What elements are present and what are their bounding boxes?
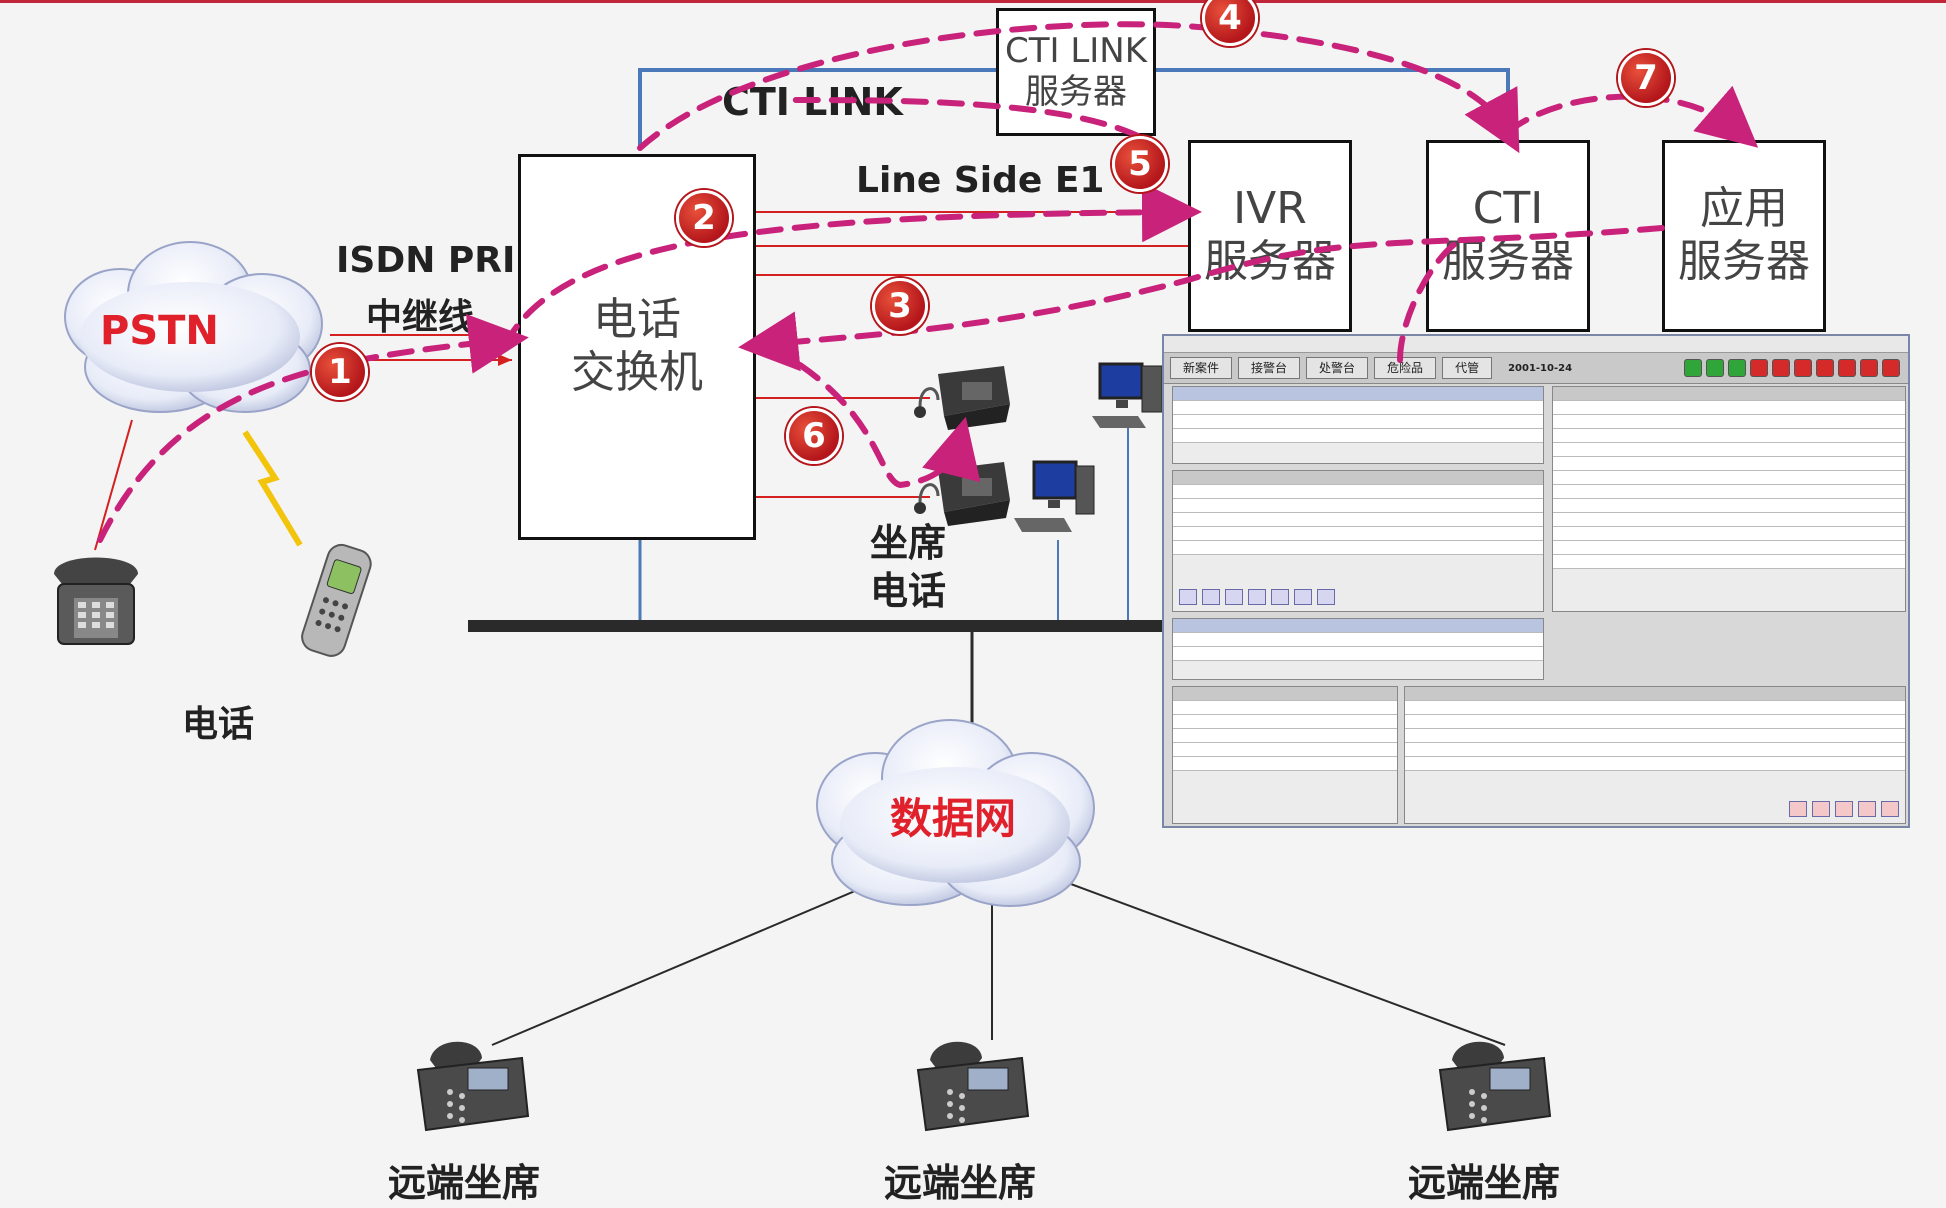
computer-icon-1	[1092, 362, 1163, 428]
panel-toolbar: 新案件 接警台 处警台 危险品 代管 2001-10-24	[1164, 353, 1908, 384]
isdn-pri-label: ISDN PRI	[336, 240, 516, 281]
step-badge-2: 2	[676, 190, 732, 246]
ivr-server-label: IVR 服务器	[1204, 183, 1336, 287]
flow-5b-path	[1397, 237, 1463, 363]
panel-form-btn-2[interactable]	[1202, 589, 1220, 605]
flow-4-path	[637, 21, 1520, 154]
step-badge-5: 5	[1112, 136, 1168, 192]
line-side-e1-label: Line Side E1	[856, 160, 1105, 201]
panel-case-form	[1172, 470, 1544, 612]
panel-btn-hazard[interactable]: 危险品	[1374, 357, 1437, 379]
status-lamp-red-6	[1860, 359, 1878, 377]
cti-server-label: CTI 服务器	[1442, 183, 1574, 287]
app-server-label: 应用 服务器	[1678, 183, 1810, 287]
panel-btn-dispatch[interactable]: 处警台	[1306, 357, 1369, 379]
panel-cmd-btn-3[interactable]	[1835, 801, 1853, 817]
desk-phone-icon	[54, 557, 138, 645]
panel-btn-new-case[interactable]: 新案件	[1170, 357, 1233, 379]
flow-3-path	[738, 225, 1665, 372]
panel-status-lamps	[1684, 359, 1908, 377]
flow-5-path	[787, 97, 1141, 139]
data-network-label: 数据网	[890, 794, 1017, 843]
flow-1-path	[97, 314, 529, 543]
remote-phone-icon-1	[416, 1041, 530, 1132]
step-badge-6: 6	[786, 408, 842, 464]
panel-form-btn-7[interactable]	[1317, 589, 1335, 605]
status-lamp-green-1	[1684, 359, 1702, 377]
step-badge-1: 1	[312, 344, 368, 400]
pstn-phone-line	[94, 419, 133, 551]
pstn-cloud	[64, 241, 323, 413]
panel-form-btn-1[interactable]	[1179, 589, 1197, 605]
panel-btn-receive[interactable]: 接警台	[1238, 357, 1301, 379]
status-lamp-red-7	[1882, 359, 1900, 377]
remote-link-3	[1059, 879, 1506, 1046]
panel-cmd-btn-1[interactable]	[1789, 801, 1807, 817]
remote-phone-icon-2	[916, 1041, 1030, 1132]
panel-vehicle-table	[1404, 686, 1906, 824]
panel-cmd-btn-5[interactable]	[1881, 801, 1899, 817]
computer-icon-2	[1014, 460, 1095, 532]
remote-phone-icon-3	[1438, 1041, 1552, 1132]
flow-6-path	[797, 362, 981, 489]
panel-detail-grid	[1552, 386, 1906, 612]
cti-link-server-label: CTI LINK 服务器	[1004, 31, 1148, 112]
status-lamp-red-5	[1838, 359, 1856, 377]
panel-cmd-btn-2[interactable]	[1812, 801, 1830, 817]
phone-label: 电话	[182, 704, 255, 745]
flow-2-path	[502, 182, 1202, 348]
status-lamp-red-3	[1794, 359, 1812, 377]
flow-7-path	[1505, 85, 1759, 148]
panel-form-btn-3[interactable]	[1225, 589, 1243, 605]
status-lamp-green-3	[1728, 359, 1746, 377]
panel-form-btn-4[interactable]	[1248, 589, 1266, 605]
agent-phone-label: 坐席 电话	[870, 521, 947, 613]
remote-agent-label-1: 远端坐席	[388, 1161, 541, 1205]
app-screenshot-panel: 新案件 接警台 处警台 危险品 代管 2001-10-24	[1162, 334, 1910, 828]
panel-menubar	[1164, 336, 1908, 353]
panel-btn-proxy[interactable]: 代管	[1442, 357, 1493, 379]
wireless-lightning	[242, 430, 303, 547]
remote-agent-label-2: 远端坐席	[884, 1161, 1037, 1205]
remote-agent-label-3: 远端坐席	[1408, 1161, 1561, 1205]
panel-form-btn-5[interactable]	[1271, 589, 1289, 605]
pstn-label: PSTN	[100, 308, 219, 354]
app-server-box: 应用 服务器	[1662, 140, 1826, 332]
panel-form-btn-6[interactable]	[1294, 589, 1312, 605]
step-badge-4: 4	[1202, 0, 1258, 46]
status-lamp-green-2	[1706, 359, 1724, 377]
status-lamp-red-1	[1750, 359, 1768, 377]
status-lamp-red-2	[1772, 359, 1790, 377]
data-network-cloud	[816, 719, 1095, 907]
status-lamp-red-4	[1816, 359, 1834, 377]
panel-call-list	[1172, 386, 1544, 464]
panel-unit-list	[1172, 618, 1544, 680]
pbx-label: 电话 交换机	[571, 294, 703, 398]
mobile-phone-icon	[301, 543, 372, 657]
top-rule	[0, 0, 1946, 3]
panel-dispatch-fields	[1172, 686, 1398, 824]
step-badge-7: 7	[1618, 50, 1674, 106]
trunk-label: 中继线	[366, 297, 475, 338]
step-badge-3: 3	[872, 278, 928, 334]
panel-cmd-btn-4[interactable]	[1858, 801, 1876, 817]
panel-datetime: 2001-10-24	[1508, 362, 1573, 374]
remote-link-1	[491, 887, 863, 1046]
